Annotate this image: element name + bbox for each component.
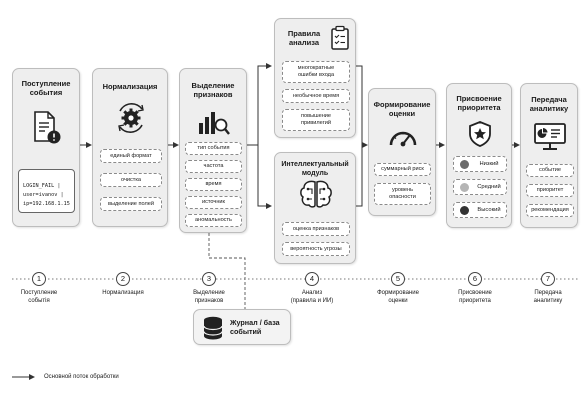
priority-title: Присвоение приоритета xyxy=(456,94,502,112)
step-label: Формирование оценки xyxy=(377,290,419,304)
legend: Основной поток обработки xyxy=(0,370,200,384)
normalize-title: Нормализация xyxy=(102,82,158,91)
ai-item: вероятность угрозы xyxy=(282,242,350,256)
priority-high: Высокий xyxy=(453,202,507,218)
rule-item: необычное время xyxy=(282,89,350,103)
feature-item: источник xyxy=(185,196,242,209)
bar-chart-magnifier-icon xyxy=(199,112,230,135)
step-label: Поступление событія xyxy=(20,290,58,304)
feature-item: тип события xyxy=(185,142,242,155)
gauge-icon xyxy=(389,131,417,147)
database-icon xyxy=(203,316,223,340)
log-line: LOGIN_FAIL | xyxy=(23,183,61,189)
rules-card: Правила анализа многократные ошибки вход… xyxy=(274,18,356,138)
step-circle: 4 xyxy=(305,272,319,286)
scoring-card: Формирование оценки суммарный риск урове… xyxy=(368,88,436,216)
normalize-item: единый формат xyxy=(100,149,162,163)
ai-card: Интеллектуальный модуль оценка признаков… xyxy=(274,152,356,264)
normalize-card: Нормализация единый формат очистка выдел… xyxy=(92,68,168,227)
step-circle: 2 xyxy=(116,272,130,286)
ingest-title: Поступление события xyxy=(21,79,71,97)
transfer-item: рекомендация xyxy=(526,204,574,217)
priority-card: Присвоение приоритета Низкий Средний Выс… xyxy=(446,83,512,228)
feature-item: частота xyxy=(185,160,242,173)
step-circle: 3 xyxy=(202,272,216,286)
rules-title: Правила анализа xyxy=(287,29,321,47)
features-card: Выделение признаков тип события частота … xyxy=(179,68,247,233)
normalize-item: выделение полей xyxy=(100,197,162,211)
clipboard-checklist-icon xyxy=(331,25,349,50)
document-alert-icon xyxy=(34,111,61,144)
transfer-item: приоритет xyxy=(526,184,574,197)
priority-low-label: Низкий xyxy=(479,161,499,167)
priority-medium-dot xyxy=(460,183,469,192)
gear-cycle-icon xyxy=(118,103,144,133)
transfer-title: Передача аналитику xyxy=(529,95,569,113)
transfer-card: Передача аналитику событие приоритет рек… xyxy=(520,83,578,228)
priority-medium: Средний xyxy=(453,179,507,195)
step-label: Передача аналитику xyxy=(533,290,563,304)
log-line: ip=192.168.1.15 xyxy=(23,201,70,207)
step-label: Нормализация xyxy=(102,290,144,296)
feature-item: время xyxy=(185,178,242,191)
step-circle: 7 xyxy=(541,272,555,286)
rule-item: многократные ошибки входа xyxy=(282,61,350,83)
log-line: user=ivanov | xyxy=(23,192,64,198)
step-label: Анализ (правила и ИИ) xyxy=(290,290,334,304)
legend-label: Основной поток обработки xyxy=(44,374,119,380)
priority-medium-label: Средний xyxy=(477,184,501,190)
normalize-item: очистка xyxy=(100,173,162,187)
step-circle: 5 xyxy=(391,272,405,286)
priority-high-label: Высокий xyxy=(477,207,501,213)
journal-title: Журнал / база событий xyxy=(230,318,280,336)
features-title: Выделение признаков xyxy=(191,81,235,99)
rule-item: повышение привилегий xyxy=(282,109,350,131)
step-label: Присвоение приоритета xyxy=(458,290,492,304)
shield-star-icon xyxy=(469,121,491,147)
step-circle: 1 xyxy=(32,272,46,286)
step-label: Выделение признаков xyxy=(193,290,225,304)
ingest-card: Поступление события LOGIN_FAIL | user=iv… xyxy=(12,68,80,227)
brain-circuit-icon xyxy=(300,180,332,208)
ai-title: Интеллектуальный модуль xyxy=(281,161,349,177)
step-circle: 6 xyxy=(468,272,482,286)
arrow-right-icon xyxy=(12,376,34,377)
scoring-item: уровень опасности xyxy=(374,183,431,205)
scoring-title: Формирование оценки xyxy=(373,100,431,118)
priority-low-dot xyxy=(460,160,469,169)
priority-low: Низкий xyxy=(453,156,507,172)
scoring-item: суммарный риск xyxy=(374,163,431,176)
feature-item: аномальность xyxy=(185,214,242,227)
transfer-item: событие xyxy=(526,164,574,177)
ai-item: оценка признаков xyxy=(282,222,350,236)
priority-high-dot xyxy=(460,206,469,215)
monitor-chart-icon xyxy=(534,123,566,150)
event-log-box: LOGIN_FAIL | user=ivanov | ip=192.168.1.… xyxy=(18,169,75,213)
journal-card: Журнал / база событий xyxy=(193,309,291,345)
